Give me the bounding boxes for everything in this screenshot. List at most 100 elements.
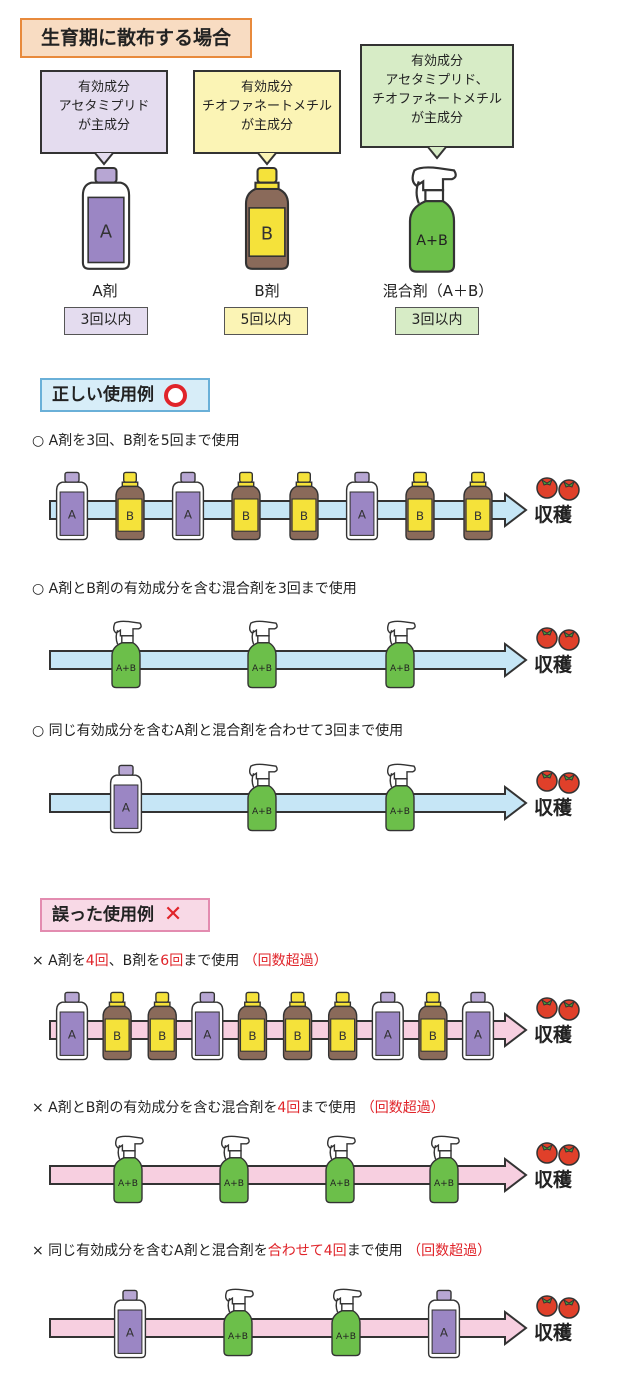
product-ab-bottle-letter: A+B	[416, 233, 448, 249]
harvest-label-2: 収穫	[534, 797, 573, 819]
example-text-3-4: まで使用	[183, 953, 244, 969]
example-caption-4: × A剤とB剤の有効成分を含む混合剤を4回まで使用 （回数超過）	[32, 1097, 445, 1117]
callout-a-line2: アセタミプリド	[58, 99, 150, 114]
example-3-bottle-5: B	[282, 991, 313, 1061]
product-b-bottle-letter: B	[261, 223, 273, 244]
example-4-bottle-1: A+B	[219, 1135, 250, 1204]
example-5-bottle-2: A+B	[331, 1288, 362, 1357]
example-4-bottle-1-letter: A+B	[224, 1179, 244, 1189]
example-1-bottle-2-letter: A+B	[390, 664, 410, 674]
example-5-bottle-3-letter: A	[440, 1326, 449, 1340]
example-4-bottle-0: A+B	[113, 1135, 144, 1204]
callout-ab-line3: チオファネートメチル	[371, 92, 502, 107]
example-0-bottle-4-letter: B	[300, 509, 308, 523]
callout-tail-0	[94, 152, 114, 166]
example-caption-5: × 同じ有効成分を含むA剤と混合剤を合わせて4回まで使用 （回数超過）	[32, 1240, 491, 1260]
harvest-label-0: 収穫	[534, 504, 573, 526]
example-caption-3: × A剤を4回、B剤を6回まで使用 （回数超過）	[32, 950, 328, 970]
example-mark-0: ○	[32, 433, 45, 449]
example-4-bottle-2: A+B	[325, 1135, 356, 1204]
callout-a: 有効成分 アセタミプリド が主成分	[40, 70, 168, 154]
example-0-bottle-1: B	[115, 471, 145, 541]
example-5-bottle-3: A	[427, 1289, 461, 1359]
example-mark-4: ×	[32, 1100, 44, 1116]
tomato-icon-4-b	[558, 1144, 580, 1166]
example-3-bottle-7: A	[371, 991, 404, 1061]
example-0-bottle-6: B	[405, 471, 435, 541]
example-3-bottle-7-letter: A	[384, 1028, 393, 1042]
example-1-bottle-1-letter: A+B	[252, 664, 272, 674]
example-text-0-0: A剤を3回、B剤を5回まで使用	[44, 433, 240, 449]
example-0-bottle-4: B	[289, 471, 319, 541]
example-text-5-1: 合わせて4回	[267, 1243, 347, 1259]
example-text-4-1: 4回	[277, 1100, 301, 1116]
tomato-icon-1-a	[536, 627, 558, 649]
example-4-bottle-2-letter: A+B	[330, 1179, 350, 1189]
section-title-spray: 生育期に散布する場合	[20, 18, 252, 58]
example-caption-1: ○ A剤とB剤の有効成分を含む混合剤を3回まで使用	[32, 578, 357, 598]
example-text-5-2: まで使用	[346, 1243, 408, 1259]
example-text-2-0: 同じ有効成分を含むA剤と混合剤を合わせて3回まで使用	[44, 723, 404, 739]
red-cross-icon: ✕	[163, 902, 183, 927]
tomato-icon-5-b	[558, 1297, 580, 1319]
example-mark-5: ×	[32, 1243, 44, 1259]
example-2-bottle-1-letter: A+B	[252, 807, 272, 817]
example-text-1-0: A剤とB剤の有効成分を含む混合剤を3回まで使用	[44, 581, 357, 597]
callout-b-line3: が主成分	[240, 118, 293, 133]
callout-ab: 有効成分 アセタミプリド、 チオファネートメチル が主成分	[360, 44, 514, 148]
product-b-limit: 5回以内	[224, 307, 308, 335]
example-4-bottle-3: A+B	[429, 1135, 460, 1204]
example-4-bottle-3-letter: A+B	[434, 1179, 454, 1189]
tomato-icon-3-a	[536, 997, 558, 1019]
example-3-bottle-5-letter: B	[293, 1029, 301, 1043]
example-0-bottle-7-letter: B	[474, 509, 482, 523]
example-5-bottle-0-letter: A	[126, 1326, 135, 1340]
example-0-bottle-2-letter: A	[184, 508, 193, 522]
example-3-bottle-6: B	[327, 991, 358, 1061]
example-3-bottle-9: A	[461, 991, 495, 1061]
example-mark-3: ×	[32, 953, 44, 969]
callout-ab-line1: 有効成分	[410, 54, 463, 69]
callout-b-line2: チオファネートメチル	[201, 99, 332, 114]
tomato-icon-0-b	[558, 479, 580, 501]
example-3-bottle-0: A	[55, 991, 89, 1061]
example-1-bottle-0-letter: A+B	[116, 664, 136, 674]
callout-b: 有効成分 チオファネートメチル が主成分	[193, 70, 341, 154]
example-0-bottle-5-letter: A	[358, 508, 367, 522]
product-a-name: A剤	[92, 282, 118, 300]
example-0-bottle-6-letter: B	[416, 509, 424, 523]
section-title-wrong: 誤った使用例 ✕	[40, 898, 210, 932]
example-text-4-0: A剤とB剤の有効成分を含む混合剤を	[43, 1100, 278, 1116]
tomato-icon-1-b	[558, 629, 580, 651]
example-3-bottle-4: B	[237, 991, 268, 1061]
section-title-wrong-text: 誤った使用例	[52, 905, 154, 925]
example-mark-2: ○	[32, 723, 45, 739]
harvest-label-4: 収穫	[534, 1169, 573, 1191]
example-0-bottle-2: A	[171, 471, 205, 541]
example-0-bottle-1-letter: B	[126, 509, 134, 523]
product-a-bottle-letter: A	[100, 221, 113, 242]
callout-a-line1: 有効成分	[77, 80, 130, 95]
tomato-icon-4-a	[536, 1142, 558, 1164]
example-1-bottle-0: A+B	[111, 620, 142, 689]
example-0-bottle-3-letter: B	[242, 509, 250, 523]
example-3-bottle-1-letter: B	[113, 1029, 121, 1043]
harvest-label-5: 収穫	[534, 1322, 573, 1344]
example-3-bottle-4-letter: B	[248, 1029, 256, 1043]
tomato-icon-2-a	[536, 770, 558, 792]
example-1-bottle-2: A+B	[385, 620, 416, 689]
example-3-bottle-3: A	[191, 991, 224, 1061]
red-circle-icon	[163, 383, 187, 407]
example-0-bottle-5: A	[345, 471, 379, 541]
example-2-bottle-2: A+B	[385, 763, 416, 832]
example-3-bottle-1: B	[102, 991, 132, 1061]
example-5-bottle-0: A	[113, 1289, 147, 1359]
example-text-3-3: 6回	[160, 953, 184, 969]
harvest-label-3: 収穫	[534, 1024, 573, 1046]
harvest-label-1: 収穫	[534, 654, 573, 676]
example-text-3-2: 、B剤を	[108, 953, 161, 969]
callout-tail-1	[257, 152, 277, 166]
tomato-icon-5-a	[536, 1295, 558, 1317]
example-0-bottle-3: B	[231, 471, 261, 541]
tomato-icon-3-b	[558, 999, 580, 1021]
